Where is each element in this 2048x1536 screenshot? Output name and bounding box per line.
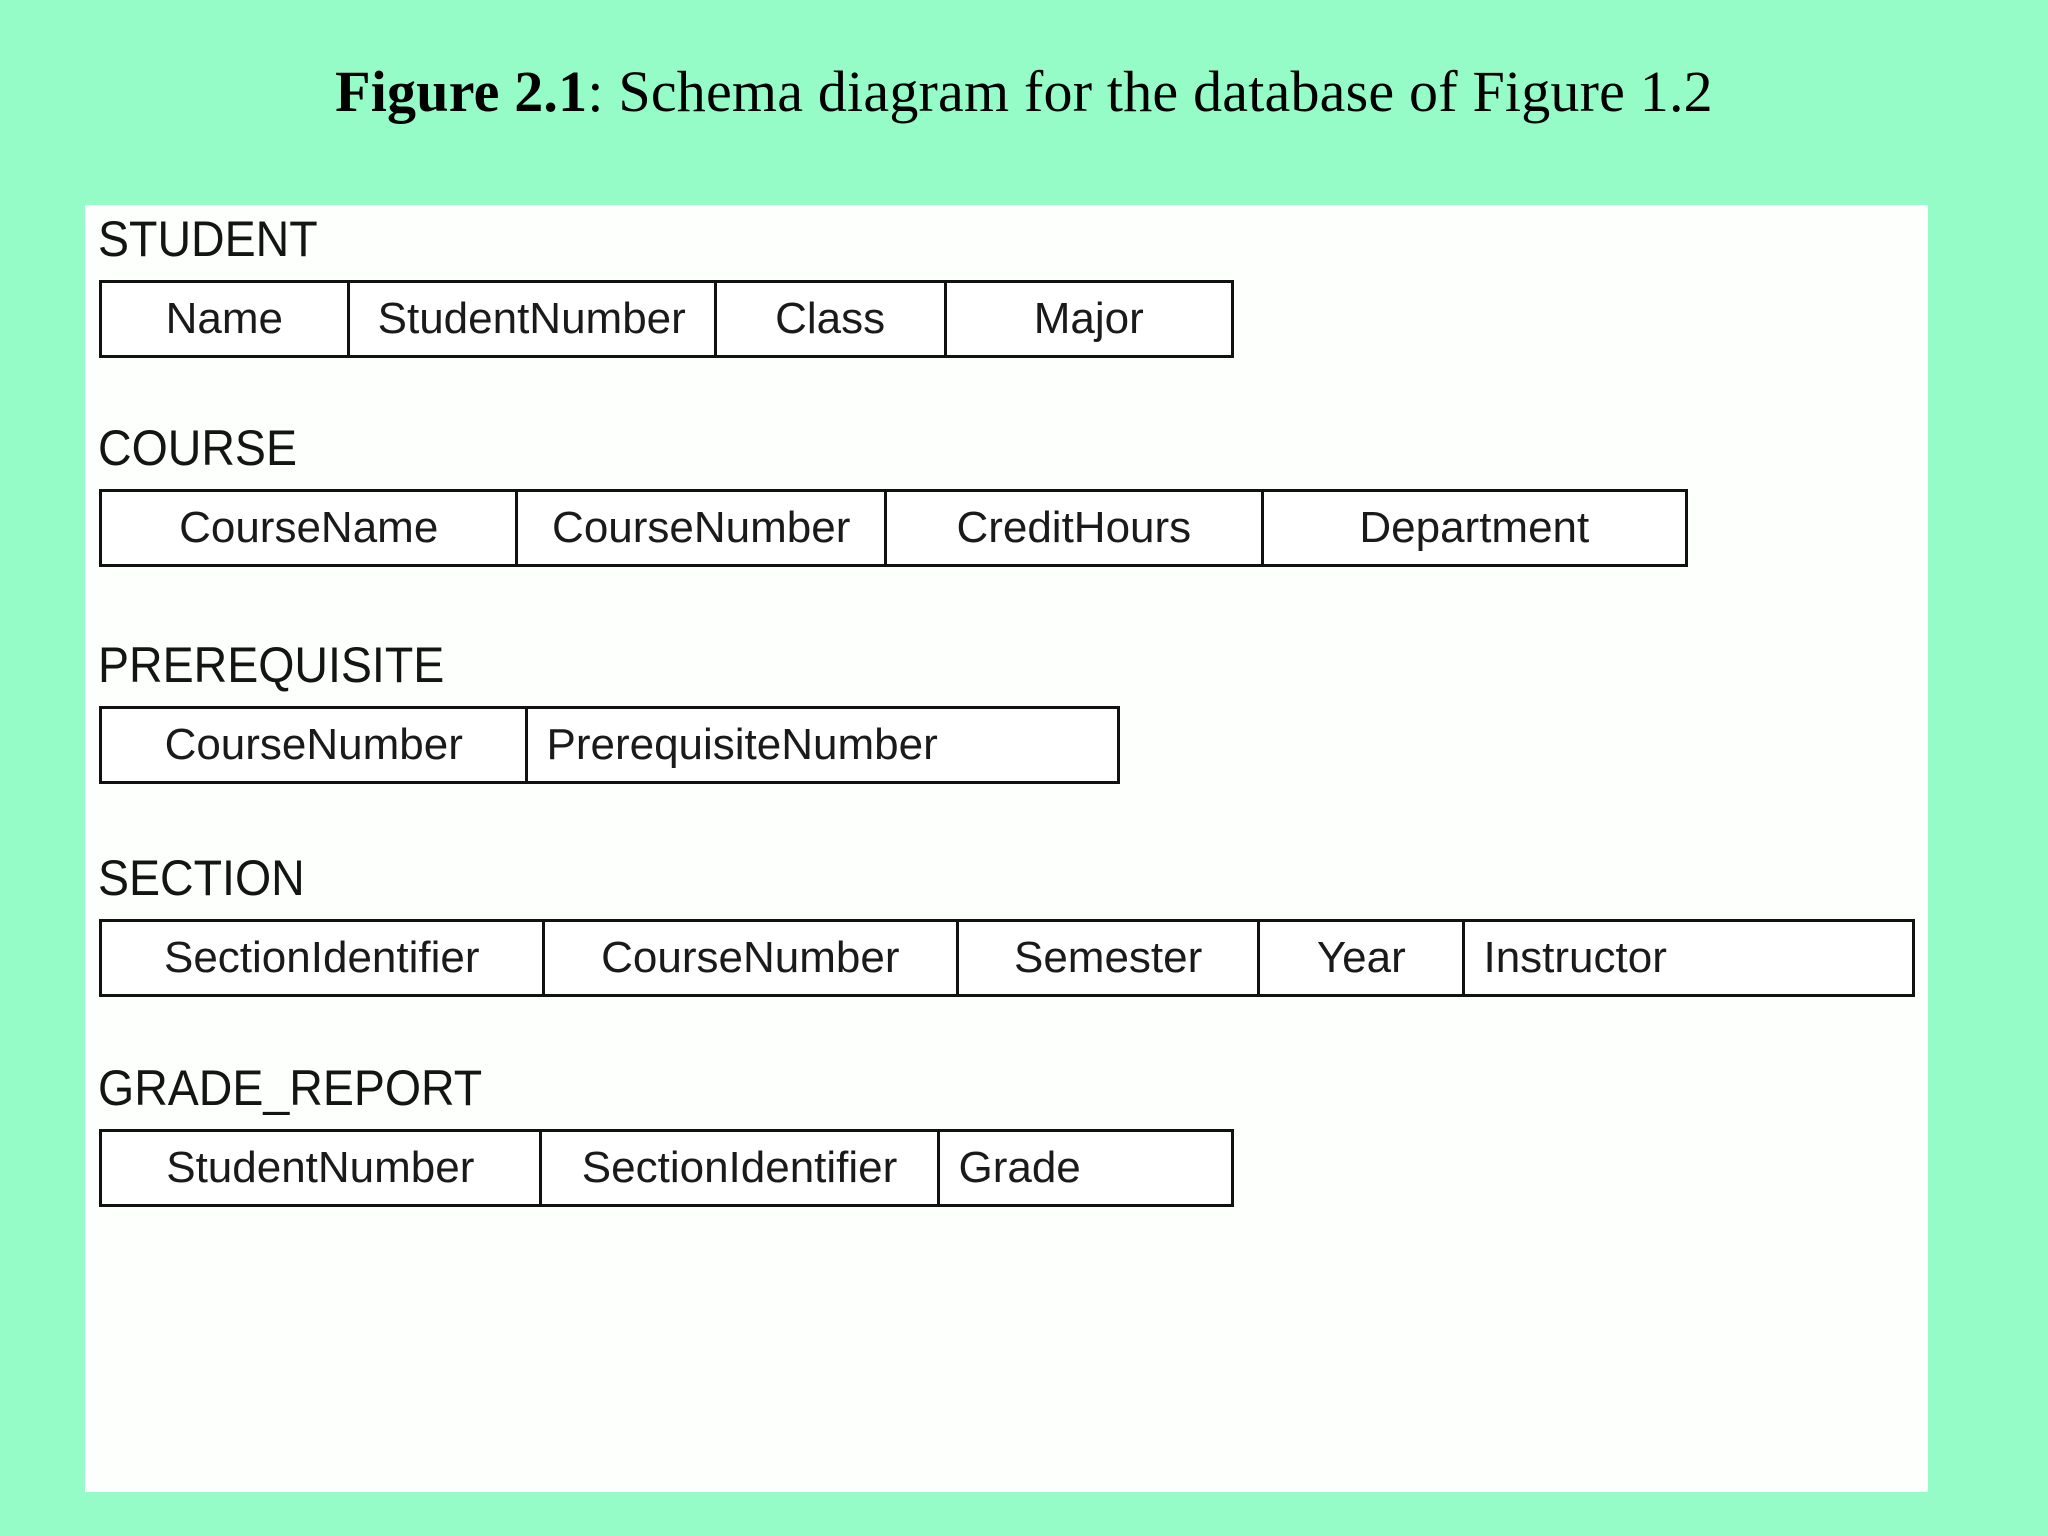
attribute-cell: SectionIdentifier [542,1132,941,1204]
attribute-row-student: Name StudentNumber Class Major [99,280,1234,358]
attribute-cell: Class [717,283,947,355]
attribute-row-section: SectionIdentifier CourseNumber Semester … [99,919,1915,997]
attribute-cell: StudentNumber [102,1132,542,1204]
attribute-row-prerequisite: CourseNumber PrerequisiteNumber [99,706,1120,784]
relation-course: COURSE CourseName CourseNumber CreditHou… [85,420,1928,567]
attribute-cell: CourseName [102,492,519,564]
attribute-cell: CourseNumber [102,709,529,781]
attribute-row-course: CourseName CourseNumber CreditHours Depa… [99,489,1688,567]
attribute-cell: Grade [958,1143,1081,1192]
attribute-cell: CourseNumber [545,922,960,994]
attribute-cell: Major [1033,294,1144,343]
relation-name-prerequisite: PREREQUISITE [98,637,445,693]
attribute-cell: PrerequisiteNumber [546,720,938,769]
relation-grade-report: GRADE_REPORT StudentNumber SectionIdenti… [85,1060,1928,1207]
attribute-row-grade-report: StudentNumber SectionIdentifier Grade [99,1129,1234,1207]
attribute-cell: SectionIdentifier [102,922,545,994]
relation-name-section: SECTION [98,850,305,906]
attribute-cell: Department [1359,503,1590,552]
relation-prerequisite: PREREQUISITE CourseNumber PrerequisiteNu… [85,637,1928,784]
attribute-cell: CreditHours [887,492,1264,564]
attribute-cell: StudentNumber [350,283,717,355]
relation-name-student: STUDENT [98,211,318,267]
attribute-cell: Instructor [1483,933,1667,982]
relation-student: STUDENT Name StudentNumber Class Major [85,211,1928,358]
relation-name-course: COURSE [98,420,297,476]
figure-caption: : Schema diagram for the database of Fig… [587,59,1713,124]
attribute-cell: Semester [959,922,1261,994]
attribute-cell: CourseNumber [518,492,888,564]
figure-label: Figure 2.1 [335,59,588,124]
relation-name-grade-report: GRADE_REPORT [98,1060,483,1116]
schema-diagram-panel: STUDENT Name StudentNumber Class Major C… [85,205,1928,1492]
relation-section: SECTION SectionIdentifier CourseNumber S… [85,850,1928,997]
attribute-cell: Name [102,283,350,355]
page-title: Figure 2.1: Schema diagram for the datab… [0,58,2048,126]
attribute-cell: Year [1260,922,1466,994]
